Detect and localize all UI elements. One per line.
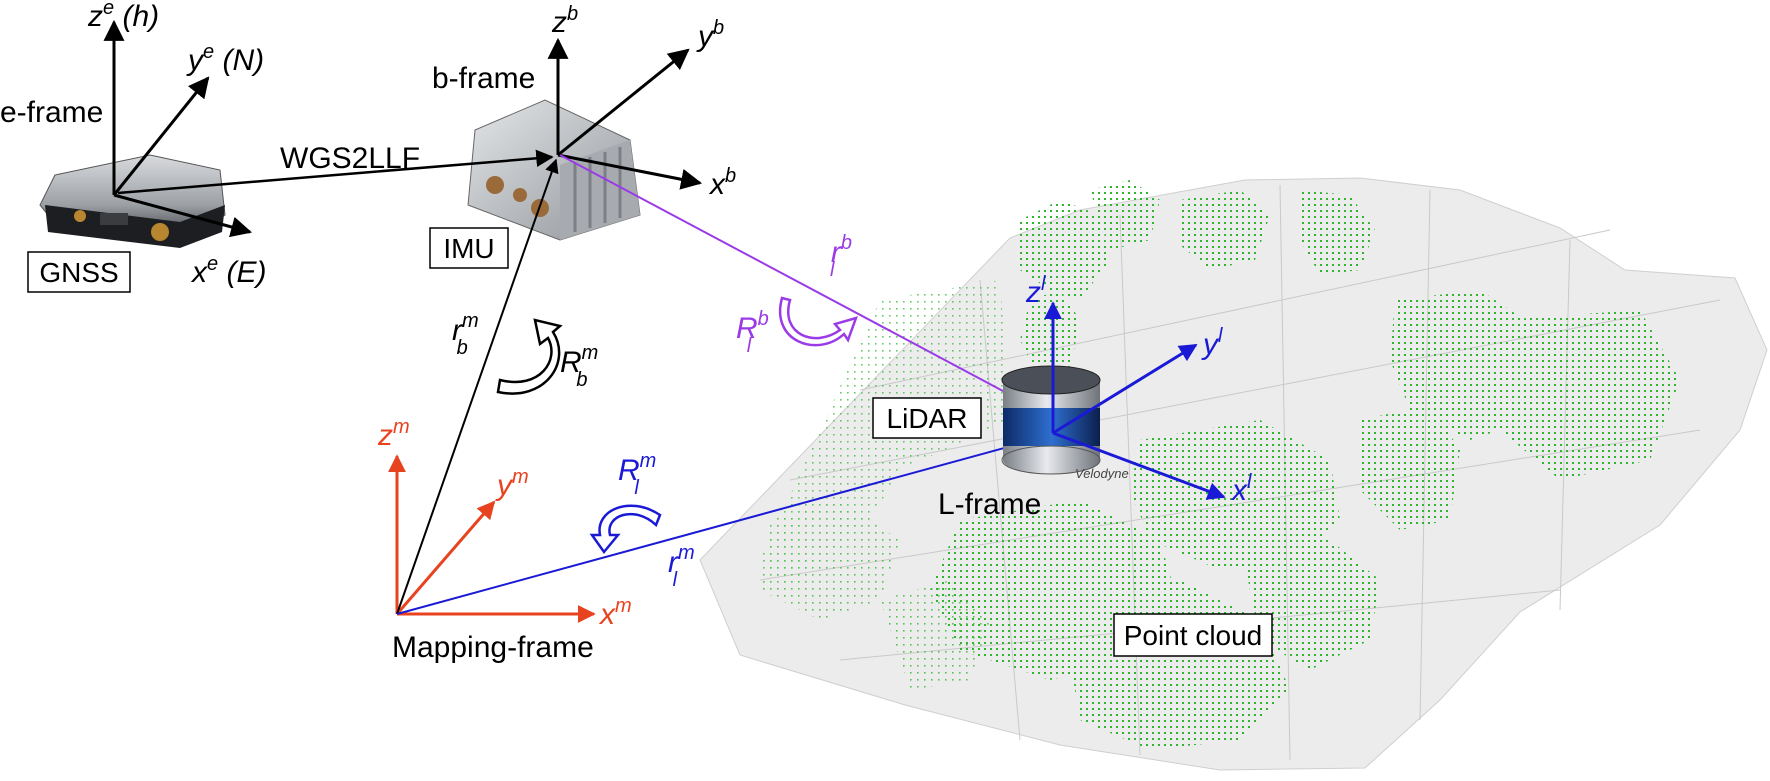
e-frame-y-label: ye (N) (186, 41, 264, 77)
imu-label-box (429, 227, 509, 269)
l-frame-x-label: xl (1230, 471, 1252, 507)
l-frame-x-axis (1052, 431, 1226, 500)
mapping-frame-name: Mapping-frame (392, 631, 594, 664)
gnss-label-box (27, 251, 131, 293)
point-cloud-label: Point cloud (1124, 620, 1263, 651)
b-frame-x-label: xb (708, 165, 736, 201)
lidar-label: LiDAR (887, 403, 968, 434)
R-l-m-rotation-arrow (589, 504, 662, 555)
b-frame-y-label: yb (696, 17, 724, 53)
r-l-b-vector (559, 154, 1050, 416)
e-frame-z-label: ze (h) (87, 0, 159, 33)
point-cloud-label-box (1113, 613, 1273, 657)
e-frame-name: e-frame (0, 96, 103, 129)
e-frame-y-axis (112, 76, 210, 196)
b-frame-axes (547, 37, 703, 190)
l-frame-name: L-frame (938, 488, 1041, 521)
wgs2llf-arrow (117, 149, 554, 195)
imu-label: IMU (443, 233, 494, 264)
l-frame-axes (1044, 301, 1226, 500)
l-frame-y-axis (1052, 343, 1198, 435)
mapping-frame-axes (388, 454, 596, 623)
e-frame-x-axis (113, 193, 253, 238)
mapping-frame-z-label: zm (377, 416, 410, 452)
b-frame-y-axis (557, 48, 690, 157)
imu-unit (467, 99, 641, 241)
R-l-b-rotation-arrow (778, 296, 859, 347)
lidar-brand-text: Velodyne (1075, 466, 1129, 481)
R-b-m-rotation-arrow (496, 318, 563, 395)
mapping-frame-y-label: ym (495, 466, 529, 502)
b-frame-x-axis (557, 153, 703, 190)
r-b-m-vector (396, 158, 559, 615)
r-l-m-vector (396, 433, 1050, 615)
e-frame-x-label: xe (E) (190, 253, 266, 289)
lidar-label-box (872, 397, 982, 439)
l-frame-y-label: yl (1201, 325, 1223, 361)
l-frame-z-label: zl (1025, 273, 1046, 309)
wgs2llf-label: WGS2LLF (280, 142, 420, 175)
b-frame-z-label: zb (551, 3, 578, 39)
mapping-frame-x-label: xm (598, 595, 632, 631)
gnss-label: GNSS (39, 257, 118, 288)
b-frame-name: b-frame (432, 62, 535, 95)
mapping-frame-y-axis (395, 500, 496, 615)
e-frame-axes (103, 19, 253, 238)
